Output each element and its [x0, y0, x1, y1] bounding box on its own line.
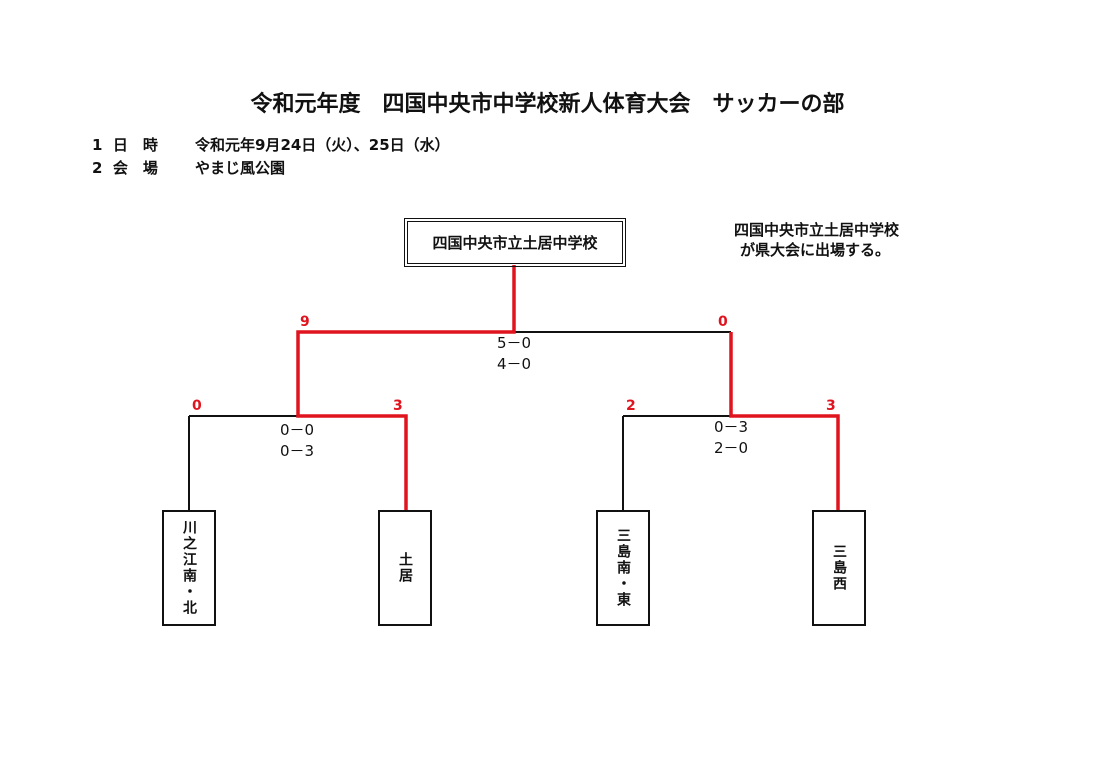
- team-box: 三島南・東: [596, 510, 650, 626]
- info-row-venue: 2 会 場 やまじ風公園: [92, 157, 285, 178]
- note-line: が県大会に出場する。: [740, 241, 891, 259]
- team-box: 川之江南・北: [162, 510, 216, 626]
- semi-right-left-points: 2: [626, 398, 636, 414]
- info-label: 会 場: [112, 159, 158, 177]
- score-half: 2－0: [713, 439, 749, 457]
- semi-right-winner-path: [729, 332, 840, 510]
- score-half: 0－3: [713, 418, 749, 436]
- note-line: 四国中央市立土居中学校: [734, 221, 900, 239]
- score-half: 5－0: [496, 334, 532, 352]
- info-num: 1: [92, 136, 103, 154]
- semi-left-right-points: 3: [393, 398, 403, 414]
- champion-note: 四国中央市立土居中学校が県大会に出場する。: [734, 220, 899, 260]
- final-right-points: 0: [718, 314, 728, 330]
- semi-left-left-points: 0: [192, 398, 202, 414]
- semi-right-right-points: 3: [826, 398, 836, 414]
- champion-box: 四国中央市立土居中学校: [404, 218, 626, 267]
- info-value: やまじ風公園: [195, 159, 286, 177]
- final-left-points: 9: [300, 314, 310, 330]
- team-box: 土居: [378, 510, 432, 626]
- info-value: 令和元年9月24日（火）、25日（水）: [195, 136, 450, 154]
- score-half: 4－0: [496, 355, 532, 373]
- info-num: 2: [92, 159, 103, 177]
- winner-path: [296, 265, 516, 510]
- score-half: 0－3: [279, 442, 315, 460]
- info-label: 日 時: [112, 136, 158, 154]
- info-row-date: 1 日 時 令和元年9月24日（火）、25日（水）: [92, 134, 450, 155]
- team-box: 三島西: [812, 510, 866, 626]
- page-title: 令和元年度 四国中央市中学校新人体育大会 サッカーの部: [250, 92, 845, 117]
- score-half: 0－0: [279, 421, 315, 439]
